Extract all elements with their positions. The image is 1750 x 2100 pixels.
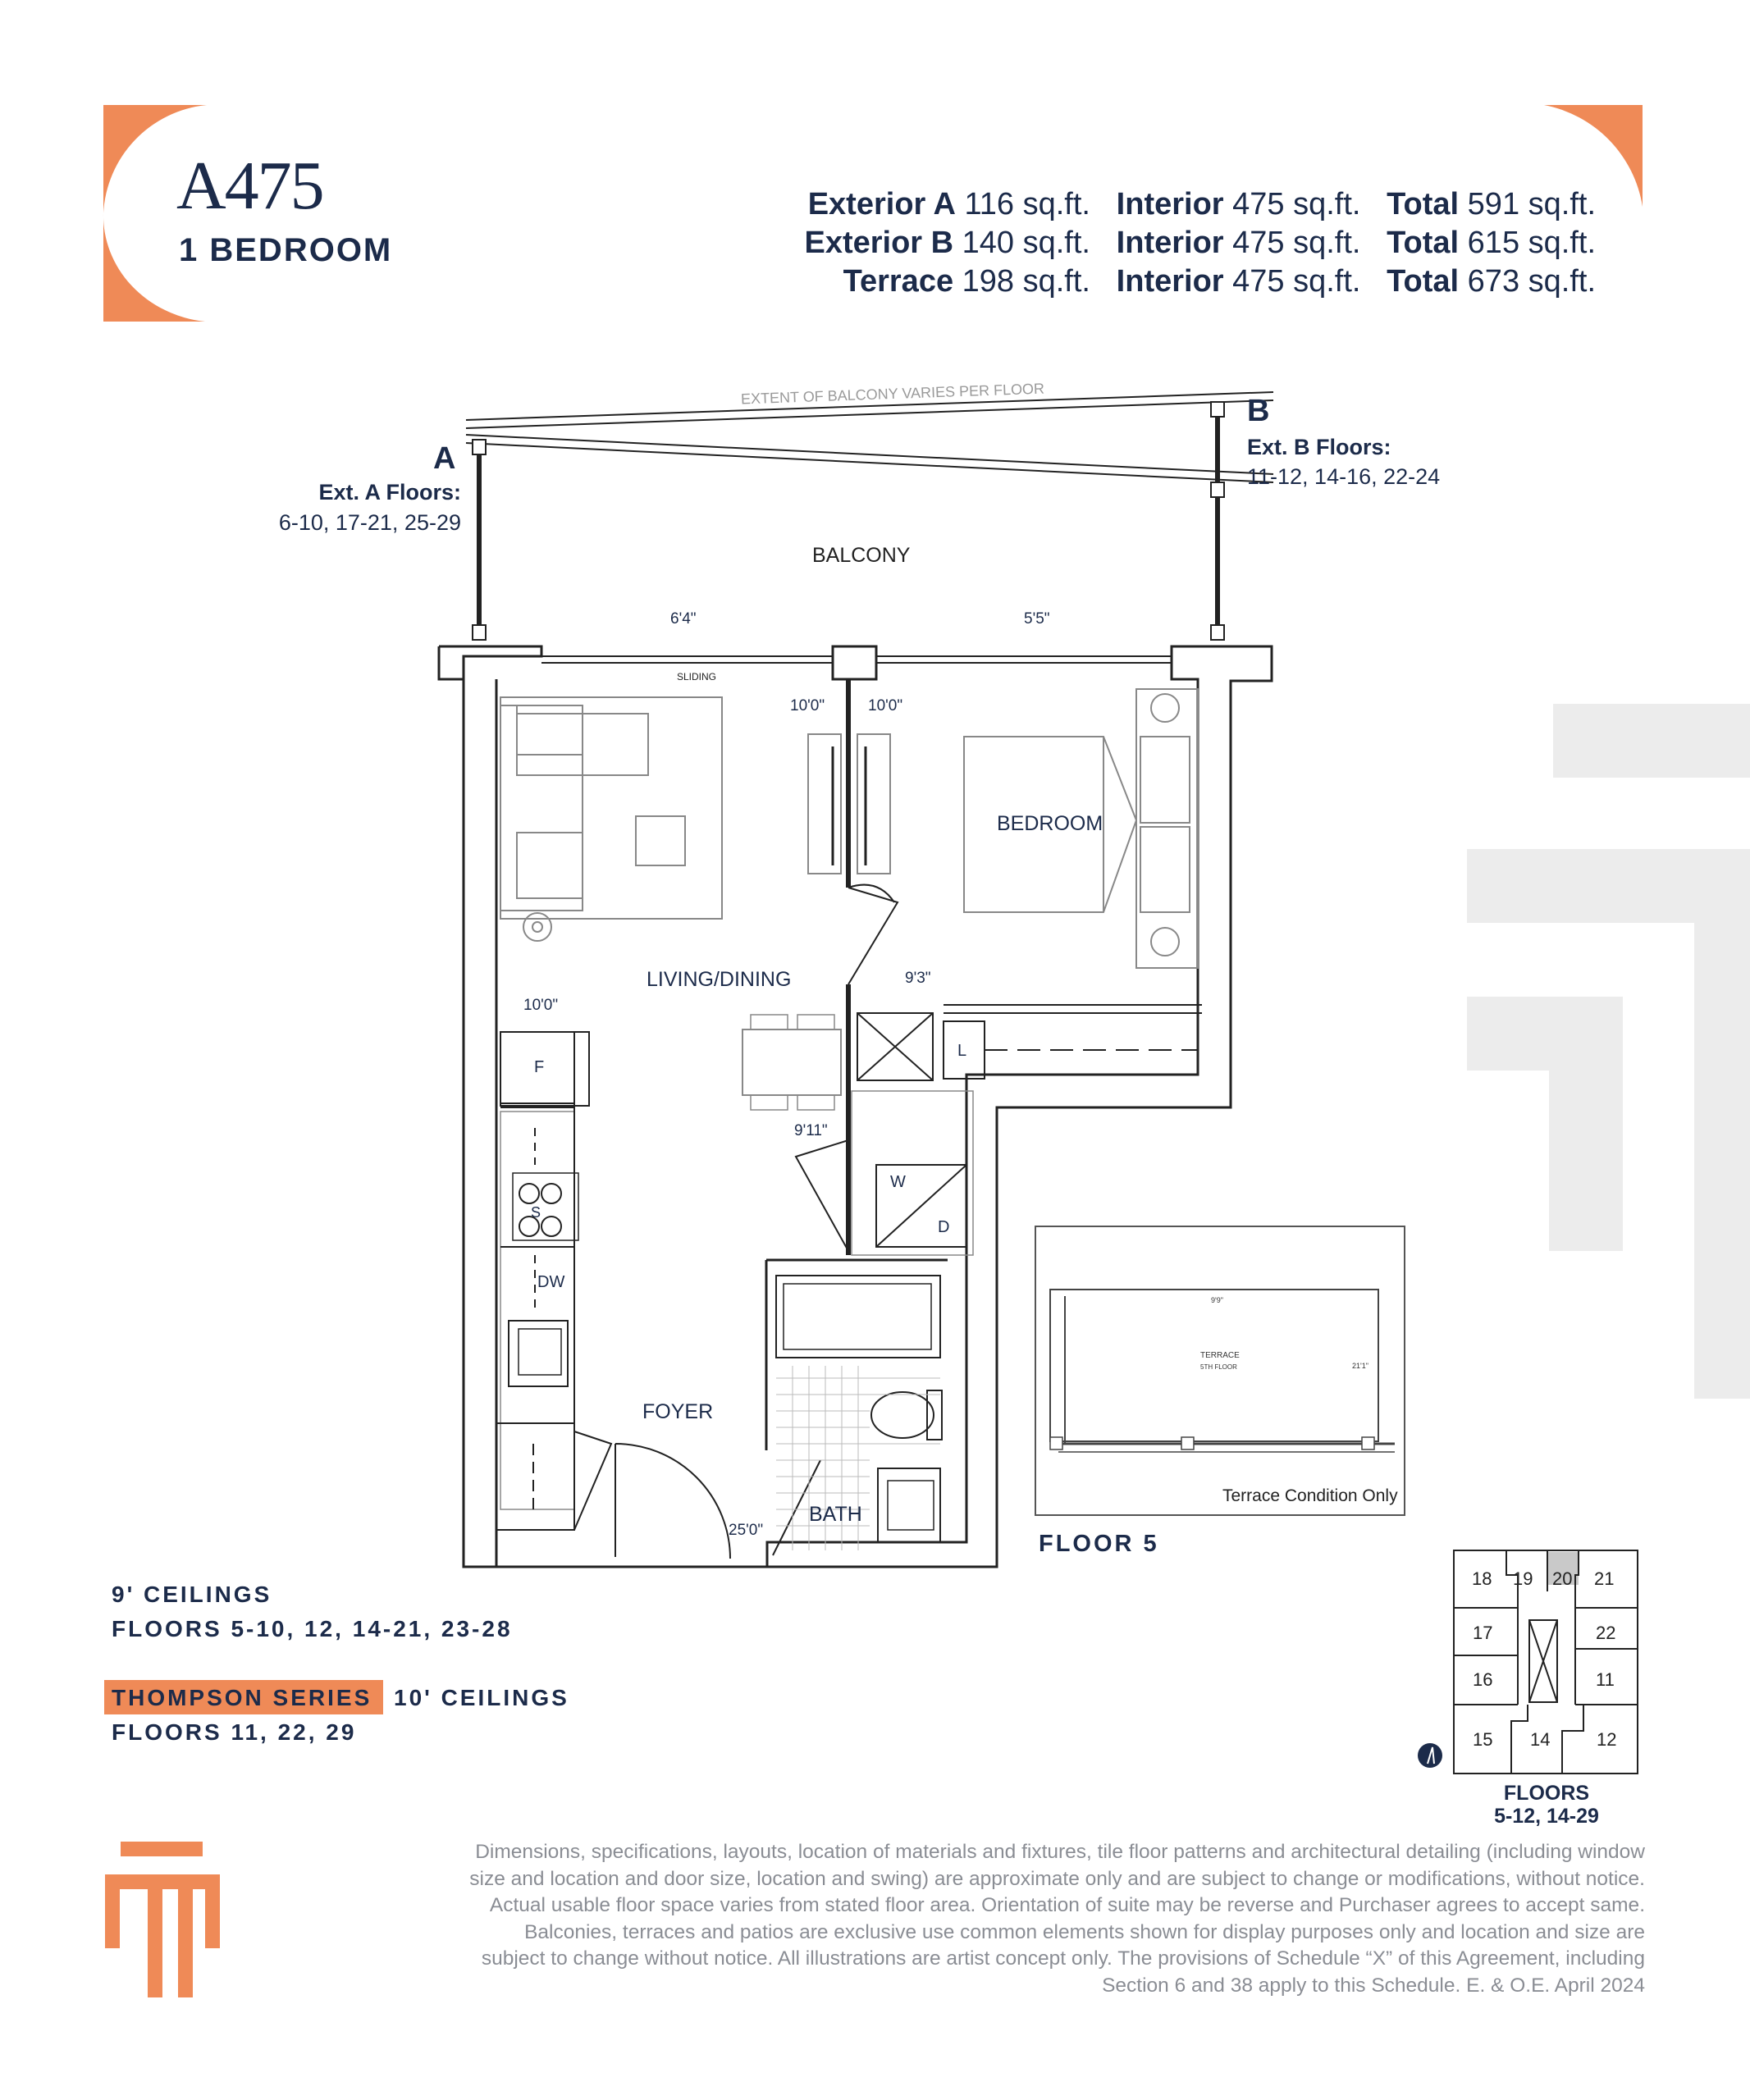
- ceilings-standard: 9' CEILINGS: [112, 1582, 272, 1607]
- inset-terrace-floor: 5TH FLOOR: [1200, 1363, 1237, 1371]
- thompson-series-label: THOMPSON SERIES: [112, 1685, 372, 1710]
- key-unit: 14: [1530, 1729, 1551, 1750]
- thompson-series-ceiling: 10' CEILINGS: [394, 1685, 569, 1710]
- key-unit: 12: [1597, 1729, 1617, 1750]
- sliding-label: SLIDING: [677, 671, 717, 682]
- watermark-logo: [1467, 704, 1750, 1399]
- terrace-inset: [1035, 1226, 1405, 1516]
- room-label-foyer: FOYER: [642, 1400, 714, 1423]
- dimension-label: 9'11": [794, 1122, 828, 1139]
- dimension-label: 5'5": [1024, 610, 1050, 628]
- fixture-washer: W: [890, 1173, 906, 1191]
- dimension-label: 10'0": [868, 697, 903, 714]
- fixture-stove: S: [531, 1204, 541, 1221]
- room-label-balcony: BALCONY: [812, 544, 911, 567]
- room-label-bedroom: BEDROOM: [997, 812, 1103, 835]
- unit-code: A475: [176, 148, 325, 224]
- key-plan: [1453, 1550, 1638, 1774]
- room-label-living: LIVING/DINING: [647, 968, 792, 991]
- key-unit: 16: [1473, 1669, 1493, 1690]
- floor-plan: [437, 391, 1274, 1568]
- inset-note: Terrace Condition Only: [1222, 1486, 1398, 1505]
- inset-dim-top: 9'9": [1211, 1296, 1223, 1304]
- key-plan-caption-2: 5-12, 14-29: [1494, 1805, 1599, 1828]
- key-unit: 15: [1473, 1729, 1493, 1750]
- unit-type: 1 BEDROOM: [179, 232, 393, 268]
- dimension-label: 6'4": [670, 610, 697, 628]
- ext-b-floors: 11-12, 14-16, 22-24: [1247, 464, 1441, 489]
- key-unit: 11: [1596, 1669, 1615, 1690]
- room-label-bath: BATH: [809, 1503, 862, 1526]
- fixture-fridge: F: [534, 1058, 545, 1076]
- dimension-label: 9'3": [905, 970, 931, 987]
- inset-terrace-label: TERRACE: [1200, 1351, 1240, 1360]
- key-unit: 18: [1472, 1568, 1492, 1589]
- area-table: Exterior A 116 sq.ft. Interior 475 sq.ft…: [738, 187, 1596, 310]
- ext-a-letter: A: [433, 441, 456, 476]
- header-corner-left: [103, 105, 207, 322]
- key-plan-caption-1: FLOORS: [1503, 1782, 1590, 1805]
- area-row: Terrace 198 sq.ft. Interior 475 sq.ft. T…: [843, 264, 1596, 299]
- inset-dim-side: 21'1": [1352, 1362, 1368, 1370]
- area-row: Exterior B 140 sq.ft. Interior 475 sq.ft…: [804, 226, 1596, 260]
- area-row: Exterior A 116 sq.ft. Interior 475 sq.ft…: [807, 187, 1596, 221]
- ext-a-floors: 6-10, 17-21, 25-29: [278, 510, 461, 535]
- dimension-label: 10'0": [790, 697, 825, 714]
- key-unit: 17: [1473, 1623, 1493, 1643]
- dimension-label: 25'0": [729, 1522, 764, 1539]
- thompson-series-floors: FLOORS 11, 22, 29: [112, 1719, 357, 1745]
- key-unit: 21: [1594, 1568, 1615, 1589]
- ext-a-title: Ext. A Floors:: [318, 480, 461, 504]
- brand-logo: [105, 1842, 220, 1997]
- ext-b-letter: B: [1247, 394, 1270, 428]
- header-corner-right: [1544, 105, 1643, 207]
- key-unit-highlight: 20: [1552, 1568, 1573, 1589]
- fixture-dryer: D: [938, 1218, 950, 1236]
- fixture-linen: L: [957, 1042, 967, 1060]
- thompson-series-badge: [104, 1680, 383, 1714]
- dimension-label: 10'0": [523, 997, 559, 1014]
- key-unit: 19: [1513, 1568, 1533, 1589]
- fixture-dishwasher: DW: [537, 1273, 565, 1291]
- ceilings-standard-floors: FLOORS 5-10, 12, 14-21, 23-28: [112, 1616, 513, 1641]
- ext-b-title: Ext. B Floors:: [1247, 435, 1391, 459]
- inset-caption: FLOOR 5: [1039, 1531, 1159, 1557]
- north-arrow-glyph: [1427, 1746, 1435, 1764]
- key-unit: 22: [1596, 1623, 1616, 1643]
- legal-disclaimer: Dimensions, specifications, layouts, loc…: [469, 1841, 1645, 1997]
